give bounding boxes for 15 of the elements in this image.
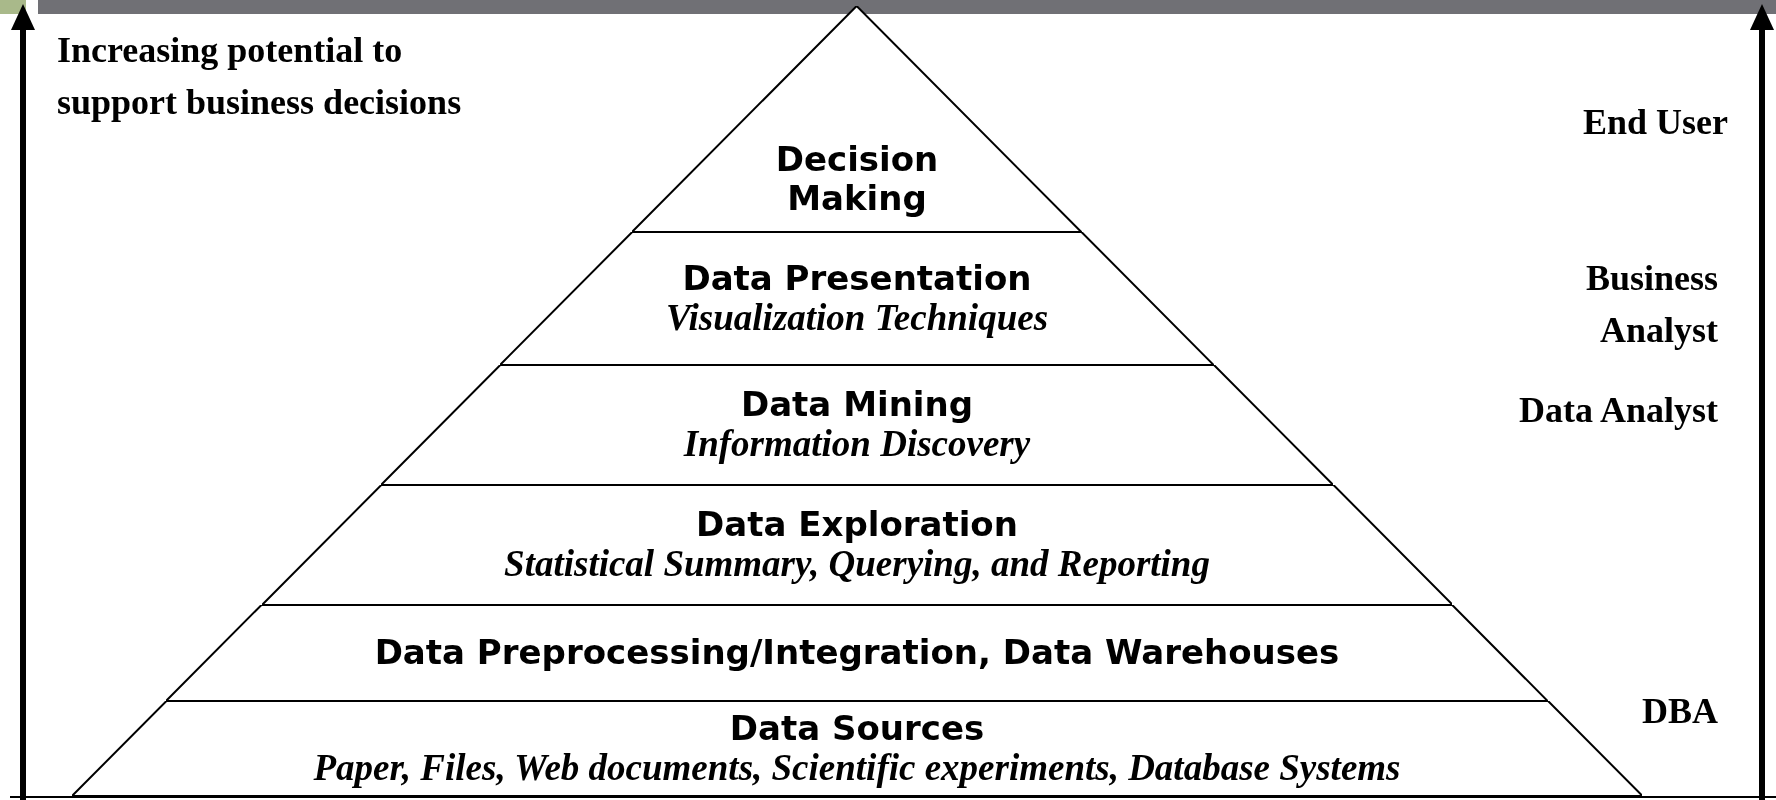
tier-title: Data Exploration [696,505,1018,545]
role-label: Business Analyst [1584,257,1718,353]
tier-title: Decision Making [774,139,940,218]
role-label: DBA [1641,690,1718,733]
axis-caption: Increasing potential to support business decisions [57,29,463,125]
tier-title: Data Preprocessing/Integration, Data Warehouses [374,633,1340,673]
tier-title: Data Presentation [682,258,1032,298]
role-label: Data Analyst [1518,389,1718,432]
tier-title: Data Sources [729,708,985,748]
tier-subtitle: Visualization Techniques [665,297,1049,339]
tier-subtitle: Statistical Summary, Querying, and Reporting [504,544,1210,585]
tier-title: Data Mining [740,385,974,425]
tier-subtitle: Paper, Files, Web documents, Scientific experiments, Database Systems [313,747,1401,789]
tier-subtitle: Information Discovery [683,424,1031,465]
role-label: End User [1581,101,1728,144]
